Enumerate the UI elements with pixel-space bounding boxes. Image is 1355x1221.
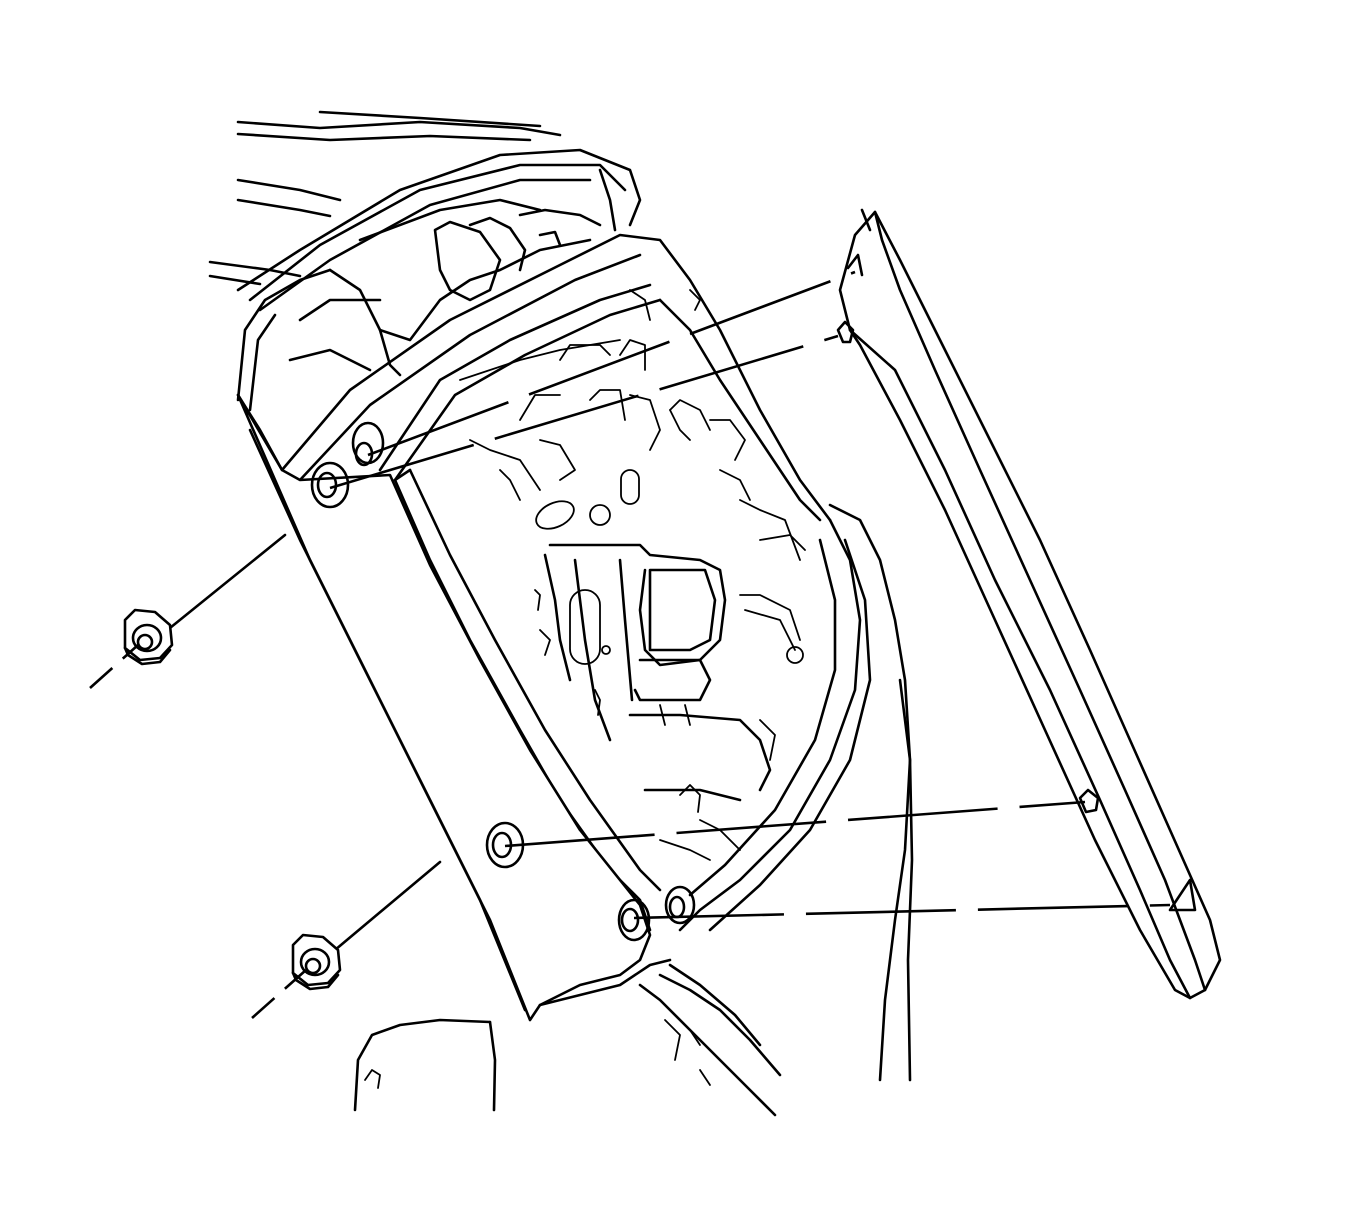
tail-lamp-assembly bbox=[836, 208, 1222, 1000]
stud-lower-2 bbox=[617, 898, 651, 942]
lower-body-panel bbox=[353, 963, 782, 1117]
alignment-lines bbox=[163, 270, 1171, 952]
lamp-bezel-panel bbox=[236, 393, 672, 1022]
roof-body-structure bbox=[208, 110, 642, 412]
nut-upper bbox=[89, 608, 174, 689]
interior-cavity bbox=[459, 289, 806, 861]
nut-lower bbox=[251, 933, 342, 1019]
latch-housing bbox=[288, 168, 617, 377]
stud-upper-2 bbox=[351, 421, 385, 467]
mounting-studs bbox=[310, 421, 696, 942]
